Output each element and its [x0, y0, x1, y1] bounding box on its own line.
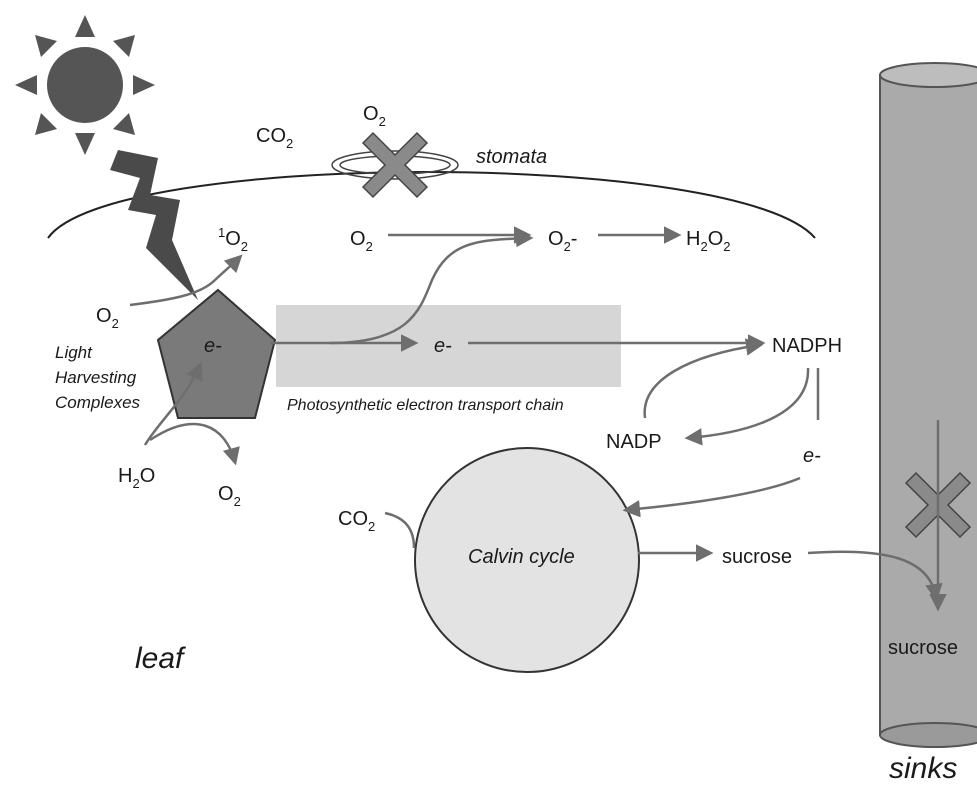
- stomata-block-x-icon: [361, 131, 429, 199]
- leaf-label: leaf: [135, 642, 186, 675]
- sinks-label: sinks: [889, 752, 957, 785]
- o2-bottom-label: O2: [218, 483, 241, 509]
- pentagon-electron-label: e-: [204, 335, 222, 357]
- co2-label: CO2: [256, 125, 293, 151]
- o2-left-label: O2: [96, 305, 119, 331]
- lhc-label-line1: Light: [55, 343, 93, 362]
- h2o2-label: H2O2: [686, 228, 730, 254]
- superoxide-label: O2-: [548, 228, 577, 254]
- o2-mid-label: O2: [350, 228, 373, 254]
- calvin-cycle-circle: [414, 447, 640, 673]
- co2-calvin-label: CO2: [338, 508, 375, 534]
- electron-transport-chain-box: [276, 305, 621, 387]
- sink-tube: [879, 62, 977, 748]
- nadp-label: NADP: [606, 431, 662, 453]
- h2o-label: H2O: [118, 465, 155, 491]
- nadph-electron-label: e-: [803, 445, 821, 467]
- lhc-label-line2: Harvesting: [55, 368, 137, 387]
- lhc-label-line3: Complexes: [55, 393, 141, 412]
- arrows: [129, 226, 947, 612]
- lightning-icon: [110, 150, 198, 300]
- nadph-label: NADPH: [772, 335, 842, 357]
- chain-electron-label: e-: [434, 335, 452, 357]
- sucrose-leaf-label: sucrose: [722, 546, 792, 568]
- sucrose-sink-label: sucrose: [888, 637, 958, 659]
- light-harvesting-pentagon: [156, 288, 277, 419]
- stomata-label: stomata: [476, 146, 547, 168]
- sun-icon: [15, 15, 155, 155]
- o2-stomata-label: O2: [363, 103, 386, 129]
- singlet-oxygen-label: 1O2: [218, 225, 248, 254]
- calvin-cycle-label: Calvin cycle: [468, 546, 575, 568]
- electron-transport-chain-label: Photosynthetic electron transport chain: [287, 397, 564, 414]
